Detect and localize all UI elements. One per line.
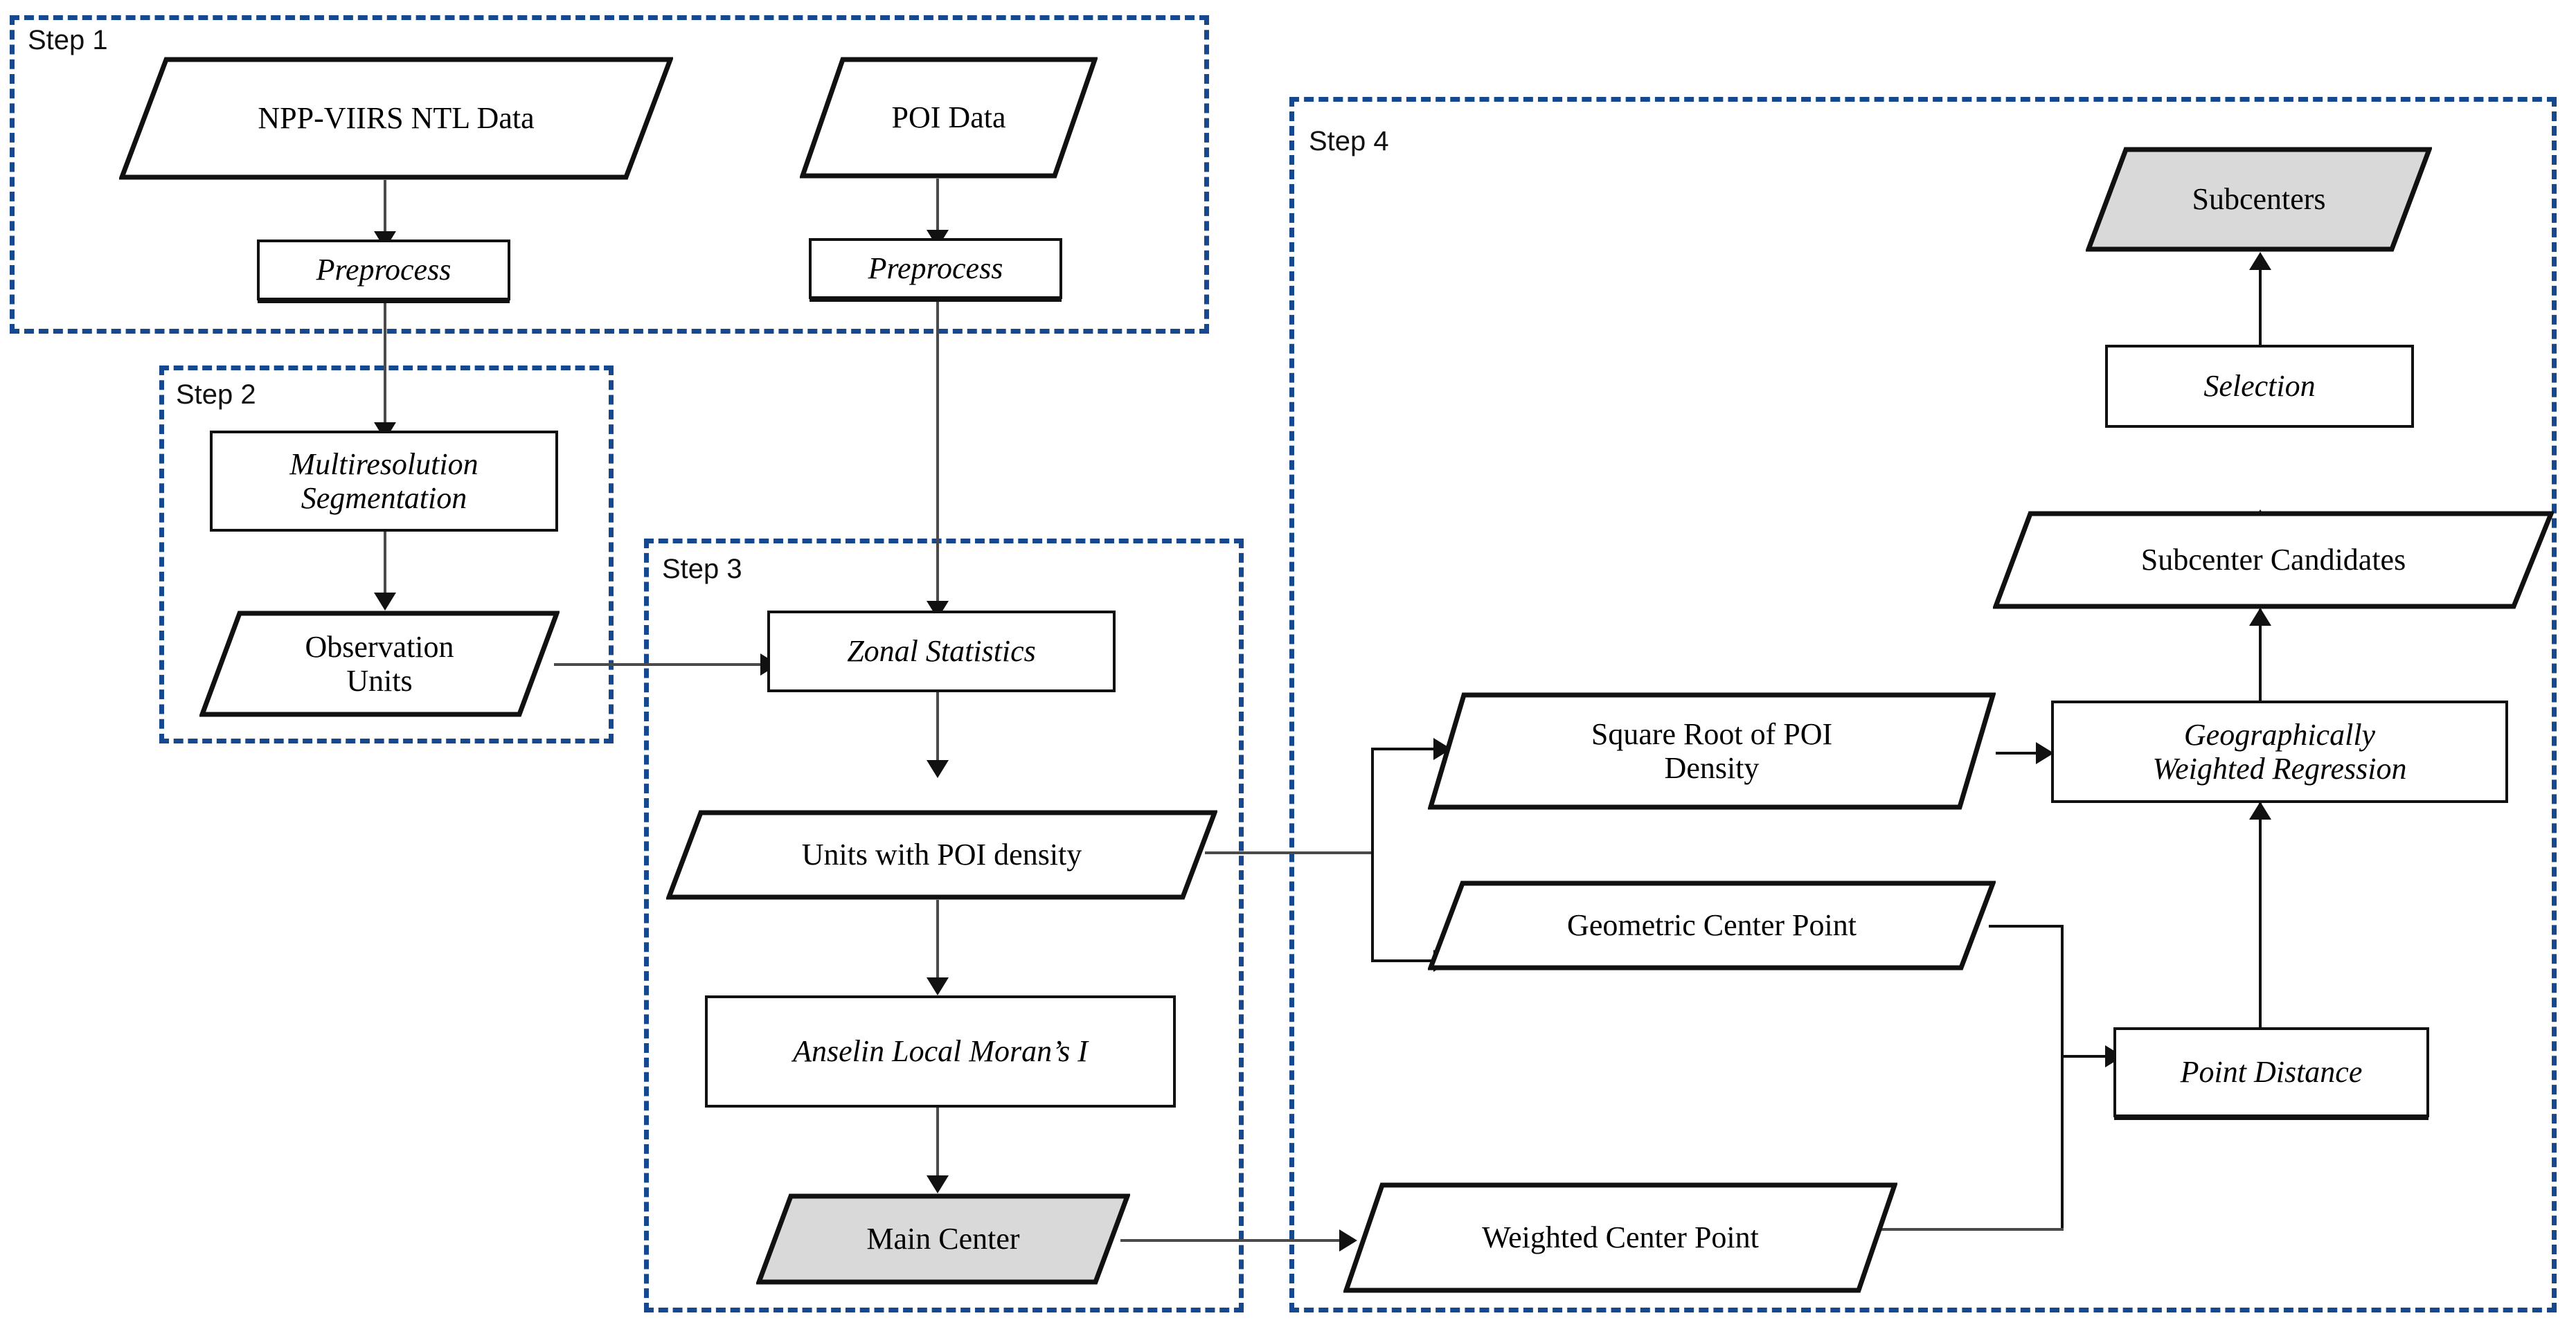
node-square-root-poi-density[interactable]: Square Root of POI Density	[1428, 692, 1996, 810]
node-label-line1: Observation	[305, 629, 454, 664]
node-subcenters[interactable]: Subcenters	[2086, 147, 2432, 252]
edge-branch-to-geocenter	[1371, 959, 1447, 962]
edge-zonal-unitspoi	[936, 692, 939, 768]
node-label: Selection	[2203, 369, 2316, 404]
edge-selection-subcenters	[2259, 255, 2262, 345]
node-label-line2: Density	[1664, 751, 1760, 785]
edge-gwr-candidates	[2259, 609, 2262, 703]
parallelogram-shape	[666, 810, 1217, 900]
node-poi-data[interactable]: POI Data	[800, 57, 1098, 179]
arrowhead-unitspoi-moran	[927, 977, 949, 995]
arrowhead-pdist-gwr	[2249, 802, 2271, 820]
parallelogram-shape	[1428, 692, 1996, 810]
parallelogram-shape	[199, 611, 560, 717]
arrowhead-zonal-unitspoi	[927, 760, 949, 778]
step-3-label: Step 3	[662, 554, 742, 584]
arrowhead-segmentation-observation	[374, 593, 396, 611]
node-label: Subcenter Candidates	[2140, 543, 2406, 577]
parallelogram-shape	[1993, 511, 2554, 609]
node-label-line2: Units	[346, 664, 413, 698]
edge-unitspoi-branch-trunk	[1205, 851, 1374, 854]
node-label: NPP-VIIRS NTL Data	[258, 101, 535, 136]
step-1-label: Step 1	[28, 25, 108, 55]
edge-observation-zonal	[554, 663, 766, 666]
node-geometric-center-point[interactable]: Geometric Center Point	[1428, 881, 1996, 971]
step-1-container	[10, 15, 1209, 334]
step-4-label: Step 4	[1309, 126, 1389, 156]
node-label: Observation Units	[295, 630, 463, 698]
edge-segmentation-observation	[384, 532, 386, 601]
node-label-line2: Segmentation	[301, 481, 467, 515]
node-point-distance[interactable]: Point Distance	[2113, 1027, 2429, 1117]
node-multiresolution-segmentation[interactable]: Multiresolution Segmentation	[210, 431, 558, 532]
node-npp-viirs-ntl-data[interactable]: NPP-VIIRS NTL Data	[119, 57, 673, 180]
node-geographically-weighted-regression[interactable]: Geographically Weighted Regression	[2051, 701, 2508, 803]
parallelogram-shape	[1343, 1182, 1897, 1293]
step-2-label: Step 2	[176, 379, 256, 410]
step-3-container	[644, 539, 1244, 1312]
parallelogram-shape	[119, 57, 673, 180]
edge-moran-maincenter	[936, 1108, 939, 1184]
node-label-line1: Geographically	[2183, 717, 2376, 752]
step-2-container	[159, 365, 614, 743]
node-selection[interactable]: Selection	[2105, 345, 2414, 428]
node-label: Subcenters	[2192, 182, 2326, 217]
node-label: POI Data	[891, 100, 1006, 135]
arrowhead-sqrtpoi-gwr	[2036, 742, 2054, 764]
edge-into-pdist	[2061, 1055, 2116, 1058]
parallelogram-shape	[800, 57, 1098, 179]
node-label: Zonal Statistics	[847, 634, 1036, 669]
node-label-line1: Multiresolution	[289, 446, 478, 481]
edge-maincenter-wcenter	[1120, 1239, 1345, 1242]
node-anselin-local-morans-i[interactable]: Anselin Local Moran’s I	[705, 995, 1176, 1108]
parallelogram-shape	[756, 1193, 1130, 1285]
edge-pdist-gwr	[2259, 802, 2262, 1044]
node-label-line1: Square Root of POI	[1591, 716, 1833, 751]
arrowhead-moran-maincenter	[927, 1175, 949, 1193]
arrowhead-selection-subcenters	[2249, 252, 2271, 270]
arrowhead-maincenter-wcenter	[1339, 1229, 1357, 1252]
parallelogram-shape	[1428, 881, 1996, 971]
parallelogram-shape	[2086, 147, 2432, 252]
edge-wcenter-to-riser	[1870, 1228, 2064, 1231]
node-label: Main Center	[866, 1222, 1020, 1256]
node-label: Preprocess	[316, 253, 451, 287]
node-preprocess-ntl[interactable]: Preprocess	[257, 240, 510, 300]
edge-geocenter-to-pdist-riser	[2061, 925, 2064, 1229]
edge-branch-to-sqrtpoi	[1371, 748, 1447, 750]
node-label-line2: Weighted Regression	[2152, 752, 2407, 786]
edge-preprocess2-zonal	[936, 299, 939, 611]
edge-unitspoi-moran	[936, 900, 939, 986]
edge-unitspoi-branch-riser	[1371, 748, 1374, 962]
node-label: Point Distance	[2180, 1055, 2363, 1090]
node-label: Geometric Center Point	[1567, 908, 1857, 943]
node-weighted-center-point[interactable]: Weighted Center Point	[1343, 1182, 1897, 1293]
node-label: Anselin Local Moran’s I	[793, 1034, 1088, 1069]
node-label: Square Root of POI Density	[1582, 717, 1842, 786]
edge-npp-preprocess1	[384, 180, 386, 240]
node-main-center[interactable]: Main Center	[756, 1193, 1130, 1285]
edge-geocenter-riser-top	[1989, 925, 2064, 928]
node-subcenter-candidates[interactable]: Subcenter Candidates	[1993, 511, 2554, 609]
edge-poi-preprocess2	[936, 179, 939, 238]
node-preprocess-poi[interactable]: Preprocess	[809, 238, 1062, 299]
edge-preprocess1-segmentation	[384, 300, 386, 431]
node-zonal-statistics[interactable]: Zonal Statistics	[767, 611, 1116, 692]
node-observation-units[interactable]: Observation Units	[199, 611, 560, 717]
node-label: Preprocess	[868, 251, 1003, 286]
node-label: Units with POI density	[801, 838, 1082, 872]
step-4-container	[1289, 97, 2557, 1312]
edge-sqrtpoi-gwr	[1996, 752, 2050, 755]
arrowhead-gwr-candidates	[2249, 608, 2271, 626]
node-units-with-poi-density[interactable]: Units with POI density	[666, 810, 1217, 900]
node-label: Weighted Center Point	[1482, 1220, 1759, 1255]
